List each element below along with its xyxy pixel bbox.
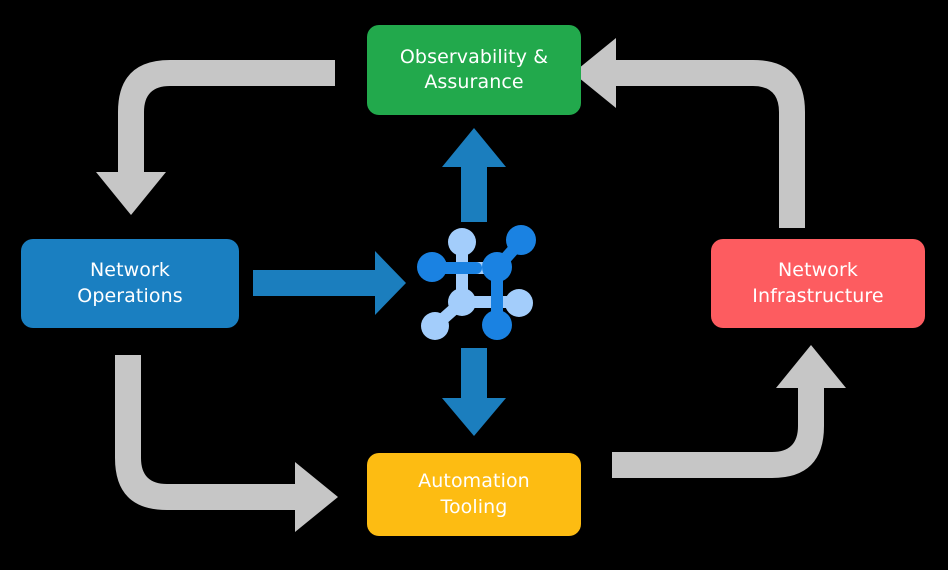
node-upper-right-dark [506,225,536,255]
arrow-infrastructure-to-observability [573,38,805,228]
node-top-light [448,228,476,256]
node-label-automation: Automation Tooling [418,470,530,518]
network-icon-nodes [417,225,536,340]
arrow-center-to-observability [442,128,506,222]
node-lower-left-light [421,312,449,340]
node-box-automation[interactable]: Automation Tooling [367,453,581,536]
arrow-automation-to-infrastructure [612,345,846,478]
node-label-observability: Observability & Assurance [399,45,549,93]
node-label-infrastructure: Network Infrastructure [752,259,884,307]
arrow-operations-to-automation [115,355,338,532]
node-bottom-dark [482,310,512,340]
node-far-left-dark [417,252,447,282]
node-box-infrastructure[interactable]: Network Infrastructure [711,239,925,328]
node-right-light [505,289,533,317]
node-box-observability[interactable]: Observability & Assurance [367,25,581,115]
arrow-center-to-automation [442,348,506,436]
node-box-operations[interactable]: Network Operations [21,239,239,328]
node-hub-light [448,288,476,316]
node-label-operations: Network Operations [77,259,183,307]
arrow-operations-to-center [253,251,406,315]
node-center-hub-dark [482,252,512,282]
network-icon-links [426,235,527,331]
arrow-observability-to-operations [96,60,335,215]
